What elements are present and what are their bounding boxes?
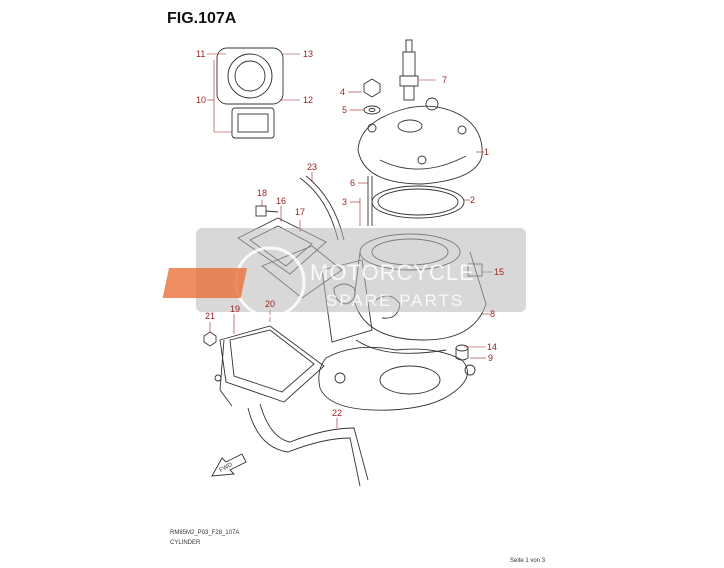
callout-23: 23 — [307, 162, 317, 172]
callout-21: 21 — [205, 311, 215, 321]
inset-reed-spacer — [216, 47, 284, 139]
callout-2: 2 — [470, 195, 475, 205]
page-number: Seite 1 von 3 — [510, 558, 546, 564]
spark-plug — [399, 39, 419, 101]
callout-5: 5 — [342, 105, 347, 115]
callout-3: 3 — [342, 197, 347, 207]
callout-20: 20 — [265, 299, 275, 309]
callout-6: 6 — [350, 178, 355, 188]
callout-22: 22 — [332, 408, 342, 418]
watermark: MOTORCYCLE SPARE PARTS — [162, 228, 526, 318]
studs — [367, 176, 373, 226]
nut-washer — [363, 78, 381, 115]
water-hose — [247, 403, 369, 487]
callout-18: 18 — [257, 188, 267, 198]
callout-4: 4 — [340, 87, 345, 97]
base-gasket — [318, 346, 476, 411]
bolt — [255, 205, 279, 217]
callout-13: 13 — [303, 49, 313, 59]
callout-9: 9 — [488, 353, 493, 363]
callout-19: 19 — [230, 304, 240, 314]
callout-7: 7 — [442, 75, 447, 85]
figure-code: RM85M2_P03_F28_107A — [170, 530, 240, 536]
callout-15: 15 — [494, 267, 504, 277]
bolt-21 — [203, 331, 217, 347]
callout-10: 10 — [196, 95, 206, 105]
reed-cover — [214, 325, 325, 407]
head-gasket — [371, 185, 465, 219]
dowel-pin — [455, 344, 469, 361]
figure-caption: CYLINDER — [170, 540, 201, 546]
callout-17: 17 — [295, 207, 305, 217]
cylinder-head — [357, 97, 483, 185]
watermark-line1: MOTORCYCLE — [310, 260, 475, 285]
callout-12: 12 — [303, 95, 313, 105]
callout-14: 14 — [487, 342, 497, 352]
fwd-arrow-icon — [211, 453, 247, 477]
callout-8: 8 — [490, 309, 495, 319]
callout-11: 11 — [196, 49, 205, 59]
watermark-line2: SPARE PARTS — [326, 291, 464, 310]
figure-title: FIG.107A — [167, 10, 237, 27]
callout-1: 1 — [484, 147, 489, 157]
callout-16: 16 — [276, 196, 286, 206]
